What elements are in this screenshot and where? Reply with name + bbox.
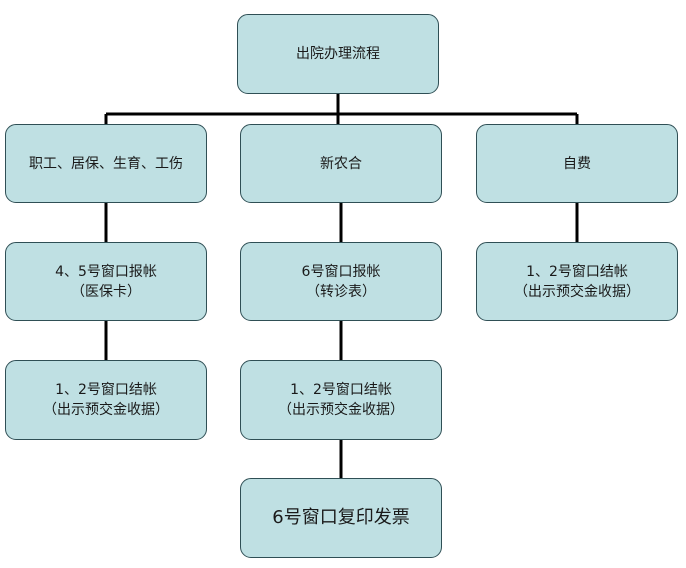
ncms-step2-line2: （出示预交金收据）	[278, 402, 404, 418]
root-box: 出院办理流程	[237, 14, 439, 94]
staff-step2-line1: 1、2号窗口结帐	[55, 382, 157, 398]
staff-title-label: 职工、居保、生育、工伤	[29, 155, 183, 172]
selfpay-step1-line1: 1、2号窗口结帐	[526, 263, 628, 280]
ncms-title-label: 新农合	[320, 155, 362, 172]
ncms-step1-line2: （转诊表）	[306, 283, 376, 300]
staff-step1-box: 4、5号窗口报帐 （医保卡）	[5, 242, 207, 321]
selfpay-title-box: 自费	[476, 124, 678, 203]
ncms-step1-box: 6号窗口报帐 （转诊表）	[240, 242, 442, 321]
staff-step1-line2: （医保卡）	[71, 283, 141, 300]
ncms-step2-line1: 1、2号窗口结帐	[290, 382, 392, 398]
ncms-step3-box: 6号窗口复印发票	[240, 478, 442, 558]
root-label: 出院办理流程	[296, 46, 380, 62]
selfpay-step1-box: 1、2号窗口结帐 （出示预交金收据）	[476, 242, 678, 321]
selfpay-step1-line2: （出示预交金收据）	[514, 283, 640, 300]
staff-step2-box: 1、2号窗口结帐 （出示预交金收据）	[5, 360, 207, 440]
ncms-step3-line1: 6号窗口复印发票	[272, 507, 410, 528]
ncms-step1-line1: 6号窗口报帐	[301, 263, 381, 280]
selfpay-title-label: 自费	[563, 155, 591, 172]
staff-title-box: 职工、居保、生育、工伤	[5, 124, 207, 203]
staff-step1-line1: 4、5号窗口报帐	[55, 263, 157, 280]
ncms-title-box: 新农合	[240, 124, 442, 203]
ncms-step2-box: 1、2号窗口结帐 （出示预交金收据）	[240, 360, 442, 440]
staff-step2-line2: （出示预交金收据）	[43, 402, 169, 418]
